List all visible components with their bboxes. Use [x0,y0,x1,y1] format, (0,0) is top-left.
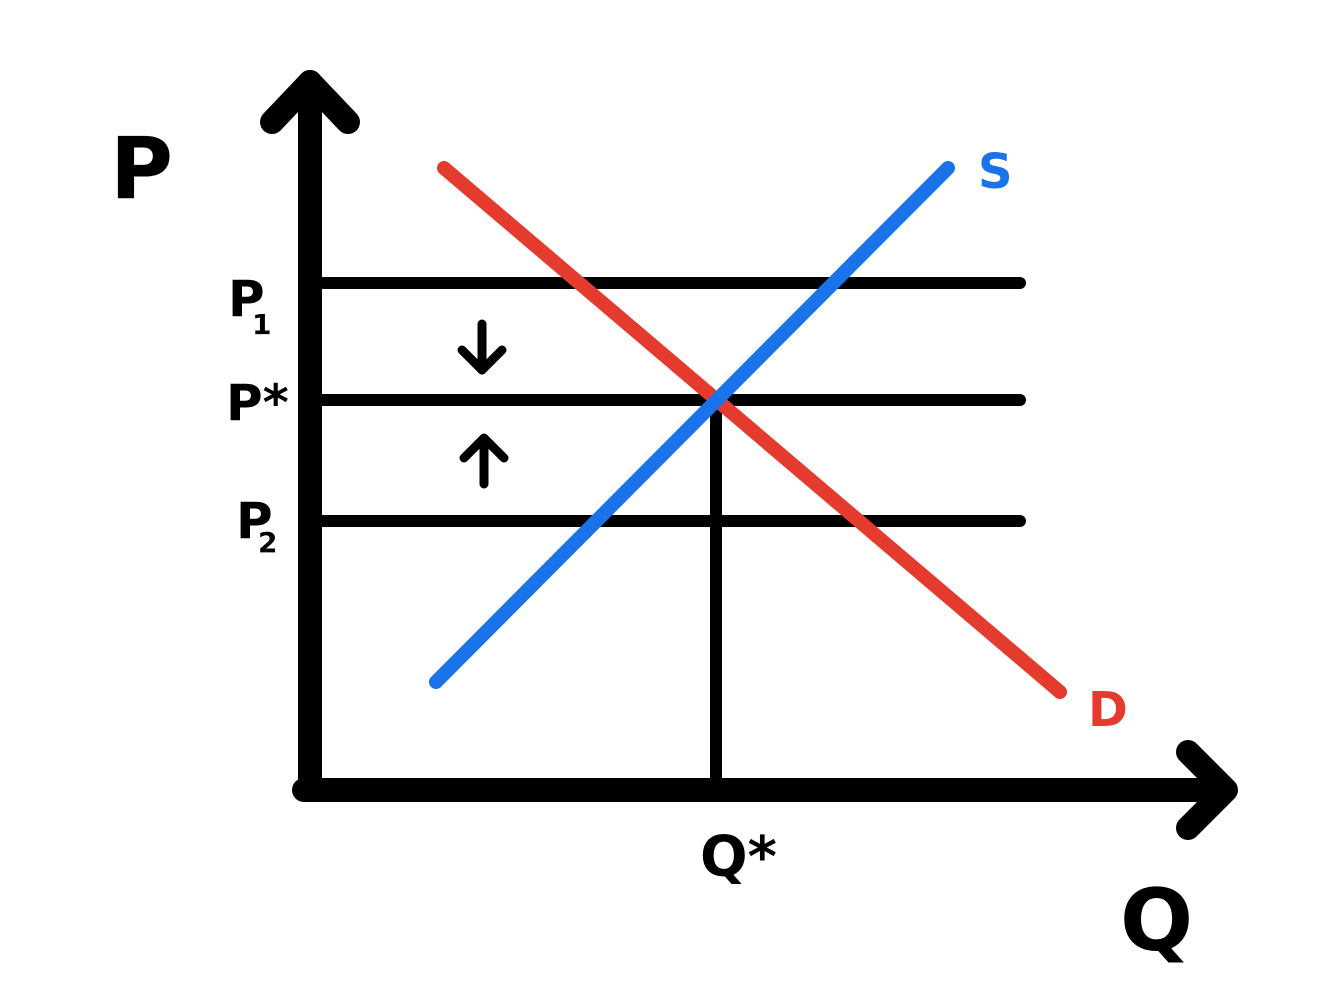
p1-label-main: P [228,270,265,328]
p-star-label: P* [226,374,289,432]
q-star-label: Q* [700,825,777,890]
arrow-up-icon [459,433,509,489]
x-axis-label: Q [1120,871,1193,971]
price-lines [314,277,1026,527]
p1-label-sub: 1 [252,308,271,341]
y-axis-label: P [110,119,173,219]
demand-label: D [1088,682,1128,738]
p2-label-sub: 2 [258,526,277,559]
y-axis-arrowhead [260,70,360,134]
arrow-down-icon [457,319,507,375]
p2-label: P 2 [236,492,277,559]
supply-curve [429,161,955,689]
supply-label: S [978,144,1013,200]
demand-curve [437,161,1067,699]
p2-label-main: P [236,492,273,550]
p1-label: P 1 [228,270,271,341]
y-axis [260,70,360,802]
x-axis [292,740,1238,840]
x-axis-arrowhead [1176,740,1238,840]
